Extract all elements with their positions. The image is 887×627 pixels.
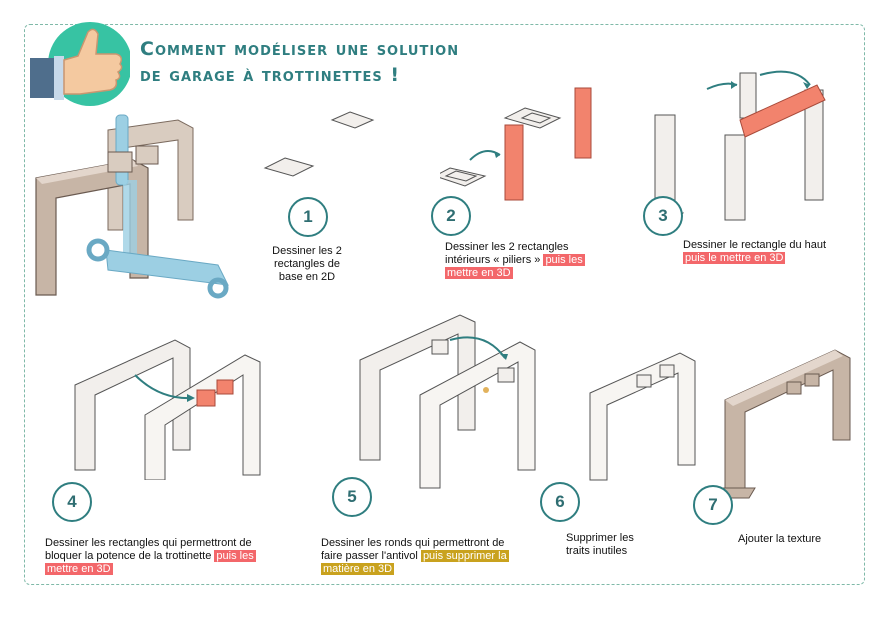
step-5-number: 5	[332, 477, 372, 517]
step-7-number: 7	[693, 485, 733, 525]
step-3-illustration	[645, 70, 826, 224]
step-4-illustration	[74, 339, 261, 480]
step-3-caption: Dessiner le rectangle du haut puis le me…	[683, 239, 827, 264]
step-6-caption: Supprimer les traits inutiles	[566, 532, 634, 557]
thumbs-up-icon	[30, 22, 130, 106]
step-3-number: 3	[643, 196, 683, 236]
dashed-frame	[24, 24, 865, 585]
step-5-highlight: puis supprimer la	[420, 550, 509, 562]
scooter-garage-illustration	[35, 114, 229, 299]
step-7-illustration	[715, 349, 851, 499]
step-7-caption: Ajouter la texture	[738, 533, 822, 545]
step-2-illustration	[440, 87, 592, 201]
step-1-caption: Dessiner les 2 rectangles de base en 2D	[272, 245, 342, 283]
step-2-highlight: puis les	[543, 254, 585, 266]
step-2-caption: Dessiner les 2 rectangles intérieurs « p…	[445, 241, 585, 279]
step-4-highlight: puis les	[214, 550, 256, 562]
step-2-highlight-2: mettre en 3D	[445, 267, 513, 279]
step-2-number: 2	[431, 196, 471, 236]
step-1-illustration	[263, 111, 375, 177]
page-title: Comment modéliser une solution de garage…	[140, 36, 459, 88]
step-6-number: 6	[540, 482, 580, 522]
step-4-number: 4	[52, 482, 92, 522]
title-line-1: Comment modéliser une solution	[140, 38, 460, 60]
step-6-illustration	[589, 352, 696, 481]
step-3-highlight: puis le mettre en 3D	[683, 252, 786, 264]
step-1-number: 1	[288, 197, 328, 237]
step-5-caption: Dessiner les ronds qui permettront de fa…	[321, 537, 509, 575]
step-4-caption: Dessiner les rectangles qui permettront …	[45, 537, 256, 575]
title-line-2: de garage à trottinettes !	[140, 64, 401, 86]
step-4-highlight-2: mettre en 3D	[45, 563, 113, 575]
step-5-illustration	[359, 314, 536, 489]
step-5-highlight-2: matière en 3D	[321, 563, 395, 575]
